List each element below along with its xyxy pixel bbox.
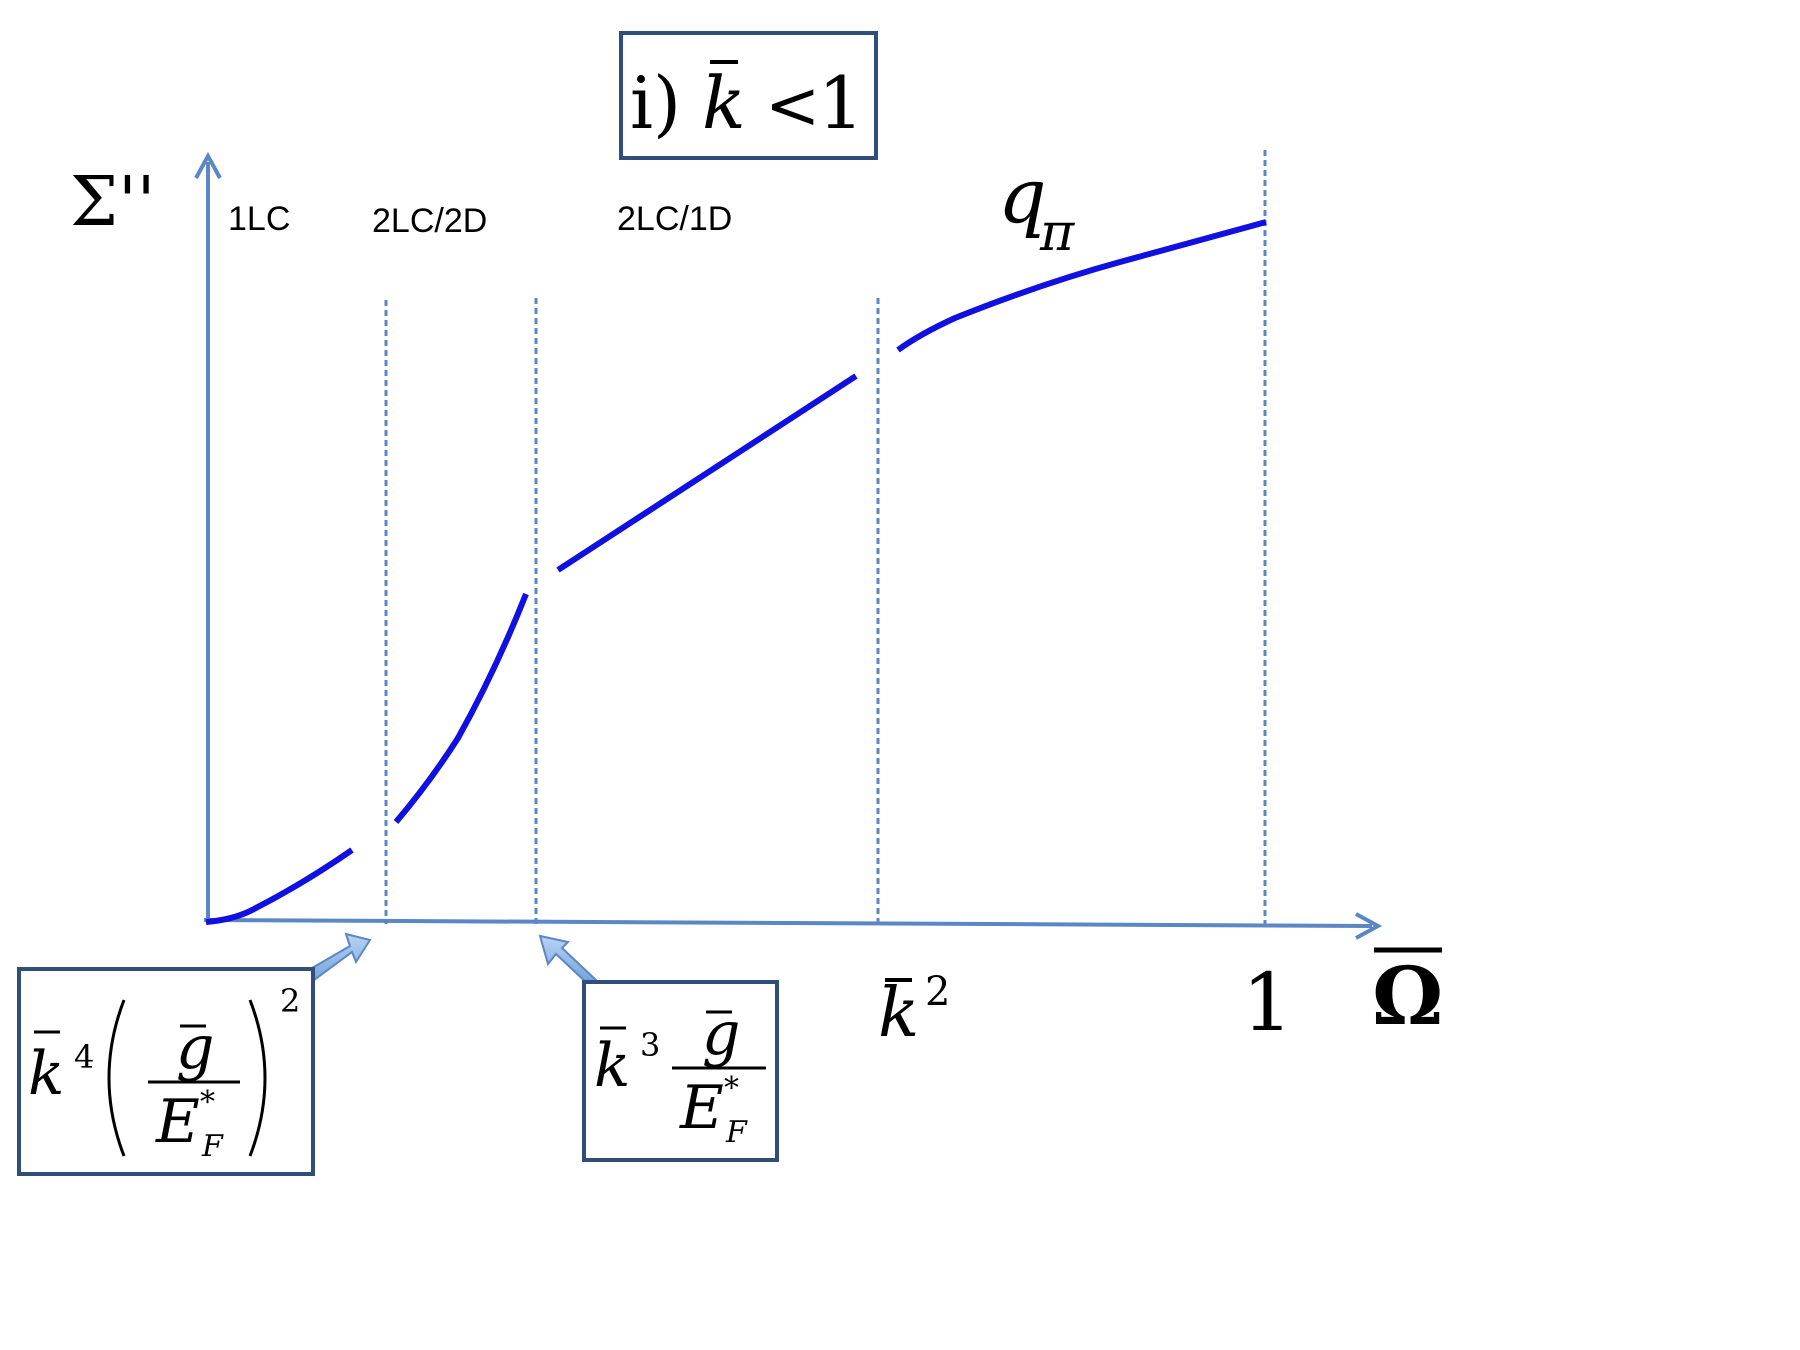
svg-text:E: E	[679, 1073, 724, 1143]
svg-text:*: *	[724, 1071, 739, 1106]
svg-text:k: k	[594, 1031, 630, 1101]
right-callout-box: k 3 g E * F	[582, 980, 779, 1162]
title-relation: <	[765, 67, 820, 144]
y-axis-arrowhead	[194, 151, 222, 179]
svg-text:k: k	[28, 1039, 64, 1109]
svg-text:π: π	[1039, 203, 1075, 263]
svg-text:q: q	[998, 151, 1047, 240]
title-box: i) k < 1	[619, 31, 878, 160]
svg-text:g: g	[176, 1013, 214, 1083]
curve-segment-2lc-1d	[556, 373, 858, 573]
y-axis-label: Σ''	[70, 163, 155, 242]
title-prefix: i)	[630, 61, 681, 145]
svg-text:F: F	[201, 1129, 224, 1164]
svg-text:k: k	[878, 974, 919, 1053]
title-variable: k	[702, 61, 746, 145]
title-value: 1	[818, 61, 864, 145]
left-close-paren	[248, 999, 267, 1157]
svg-text:4: 4	[74, 1038, 94, 1076]
svg-text:F: F	[725, 1115, 748, 1150]
left-open-paren	[107, 999, 126, 1157]
x-axis-label: Ω	[1372, 947, 1443, 1043]
sigma-curve	[205, 219, 1267, 925]
axes	[194, 151, 1383, 940]
region-label-q-pi: q π	[998, 151, 1075, 263]
svg-text:g: g	[702, 999, 740, 1069]
svg-text:2: 2	[280, 982, 300, 1020]
svg-text:Ω: Ω	[1372, 949, 1443, 1043]
curve-segment-1lc	[205, 847, 354, 925]
x-tick-one: 1	[1242, 956, 1293, 1049]
svg-text:E: E	[155, 1087, 200, 1157]
svg-text:*: *	[200, 1085, 215, 1120]
right-callout-arrow	[538, 934, 598, 988]
x-tick-k2: k 2	[878, 969, 950, 1053]
curve-segment-q-pi	[896, 219, 1267, 353]
x-axis	[203, 918, 1373, 928]
svg-text:3: 3	[640, 1026, 660, 1064]
curve-segment-2lc-2d	[393, 592, 529, 824]
region-dividers	[384, 150, 1267, 924]
region-label-2lc-1d: 2LC/1D	[617, 200, 732, 238]
left-callout-box: k 4 g E * F 2	[17, 967, 315, 1176]
svg-text:2: 2	[925, 969, 950, 1015]
region-label-1lc: 1LC	[228, 200, 290, 238]
region-label-2lc-2d: 2LC/2D	[372, 202, 487, 240]
x-axis-arrowhead	[1355, 912, 1383, 940]
